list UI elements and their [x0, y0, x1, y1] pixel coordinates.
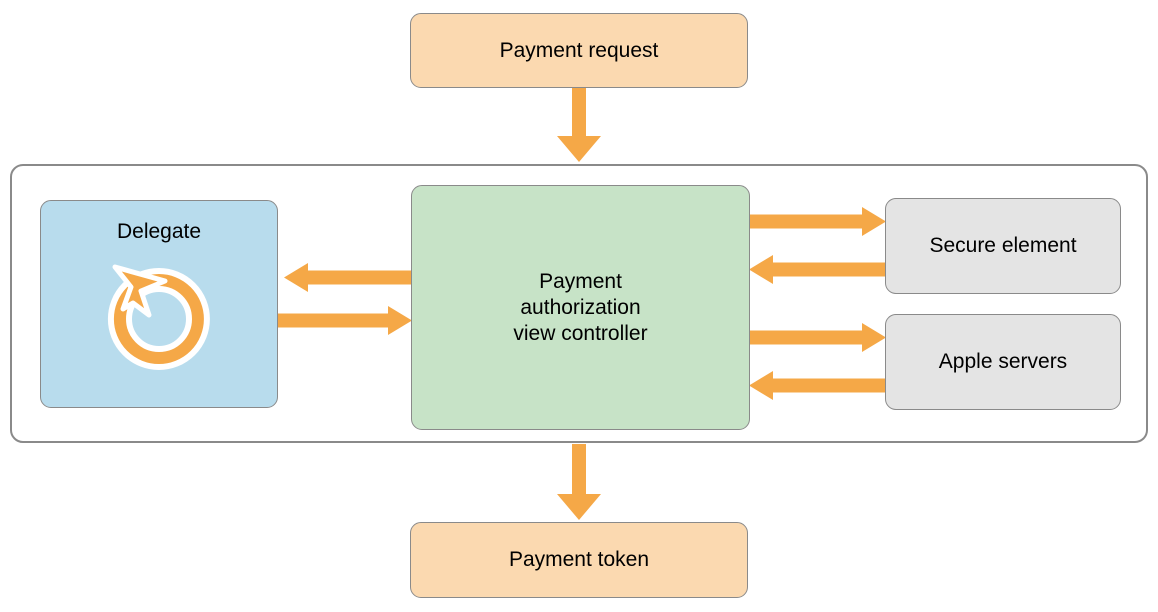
- node-payment-token: Payment token: [410, 522, 748, 598]
- arrow-left-shape: [749, 371, 886, 400]
- node-pavc-label-line3: view controller: [513, 321, 648, 345]
- arrow-controller-to-apple-servers: [749, 322, 886, 354]
- node-payment-request: Payment request: [410, 13, 748, 88]
- node-pavc-label-line1: Payment: [539, 269, 622, 293]
- node-pavc-label-block: Payment authorization view controller: [513, 269, 647, 347]
- arrow-controller-to-delegate: [284, 262, 412, 294]
- loop-arrowhead: [112, 264, 168, 318]
- node-secure-element-label: Secure element: [929, 234, 1077, 257]
- arrow-left-shape: [284, 263, 412, 292]
- node-delegate: Delegate: [40, 200, 278, 408]
- node-apple-servers: Apple servers: [885, 314, 1121, 410]
- arrow-controller-to-secure-element: [749, 206, 886, 238]
- arrow-down-shape: [557, 444, 601, 520]
- node-payment-request-label: Payment request: [499, 38, 659, 62]
- node-secure-element: Secure element: [885, 198, 1121, 294]
- node-pavc-label-line2: authorization: [520, 295, 641, 319]
- node-payment-authorization-view-controller: Payment authorization view controller: [411, 185, 750, 430]
- arrow-right-shape: [749, 207, 886, 236]
- arrow-down-shape: [557, 88, 601, 162]
- node-payment-token-label: Payment token: [508, 548, 650, 571]
- arrow-delegate-to-controller: [277, 305, 412, 337]
- circular-refresh-loop-icon: [97, 257, 221, 381]
- arrow-apple-servers-to-controller: [749, 370, 886, 402]
- arrow-right-shape: [277, 306, 412, 335]
- node-apple-servers-label: Apple servers: [938, 350, 1068, 373]
- arrow-left-shape: [749, 255, 886, 284]
- node-delegate-label: Delegate: [116, 220, 202, 243]
- arrow-secure-element-to-controller: [749, 254, 886, 286]
- arrow-request-to-controller: [556, 88, 602, 164]
- arrow-controller-to-token: [556, 444, 602, 522]
- arrow-right-shape: [749, 323, 886, 352]
